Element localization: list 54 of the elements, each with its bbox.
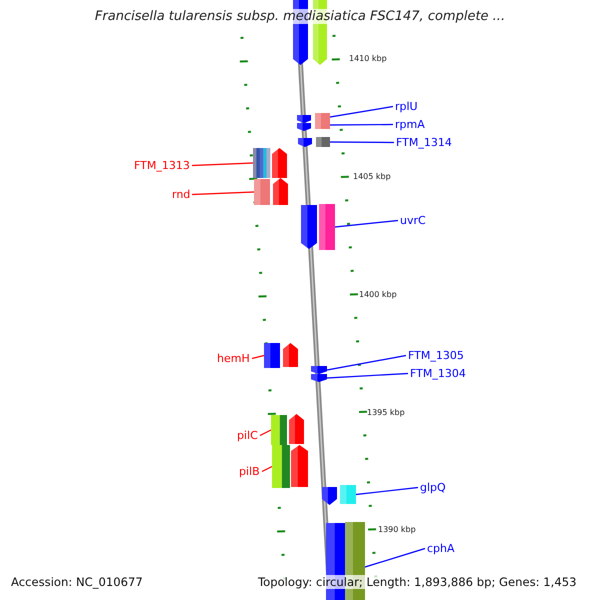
gene-feature-pentagon <box>291 445 308 487</box>
gene-feature-block <box>272 445 290 488</box>
gene-label: FTM_1314 <box>396 136 452 149</box>
gene-label: rnd <box>172 188 190 201</box>
leader-line <box>326 372 408 379</box>
gene-feature-block <box>316 137 330 147</box>
gene-feature-pentagon <box>311 374 327 382</box>
gene-feature-block <box>264 343 280 368</box>
gene-feature-pentagon <box>297 123 311 131</box>
gene-feature-pentagon <box>311 366 327 374</box>
gene-label: hemH <box>217 352 250 365</box>
gene-feature-block <box>253 148 270 178</box>
gene-label: pilB <box>239 465 260 478</box>
leader-line <box>364 548 426 568</box>
gene-feature-pentagon <box>273 178 288 205</box>
leader-line <box>192 191 254 196</box>
gene-label: FTM_1304 <box>410 367 466 380</box>
gene-feature-block <box>319 204 335 250</box>
scale-label: 1395 kbp <box>367 408 405 418</box>
gene-label: cphA <box>427 542 455 555</box>
info-text: Accession: NC_010677 <box>9 575 145 589</box>
leader-line <box>252 354 264 360</box>
gene-label: pilC <box>237 429 258 442</box>
leader-line <box>330 141 394 144</box>
gene-feature-pentagon <box>301 205 317 249</box>
gene-feature-pentagon <box>283 343 298 367</box>
gene-feature-block <box>315 121 330 129</box>
scale-label: 1390 kbp <box>378 525 416 535</box>
gene-label: FTM_1313 <box>134 159 190 172</box>
leader-line <box>330 124 393 126</box>
gene-label: glpQ <box>420 481 446 494</box>
leader-line <box>334 220 398 228</box>
leader-line <box>326 354 406 371</box>
scale-label: 1405 kbp <box>353 172 391 182</box>
leader-line <box>192 162 254 166</box>
leader-line <box>262 466 272 472</box>
leader-line <box>330 106 394 118</box>
gene-feature-pentagon <box>298 138 312 147</box>
leader-line <box>260 429 272 436</box>
gene-label: rpmA <box>395 118 425 131</box>
scale-label: 1410 kbp <box>349 54 387 64</box>
gene-feature-pentagon <box>272 148 287 178</box>
scale-label: 1400 kbp <box>359 290 397 300</box>
gene-feature-pentagon <box>289 414 304 444</box>
gene-feature-block <box>340 485 356 504</box>
leader-line <box>356 486 418 496</box>
gene-feature-block <box>271 415 287 445</box>
gene-feature-pentagon <box>297 115 311 123</box>
gene-feature-block <box>315 113 330 121</box>
gene-label: FTM_1305 <box>408 349 464 362</box>
gene-label: uvrC <box>400 214 426 227</box>
gene-label: rplU <box>395 100 418 113</box>
gene-feature-block <box>254 179 270 205</box>
gene-feature-pentagon <box>322 487 337 505</box>
